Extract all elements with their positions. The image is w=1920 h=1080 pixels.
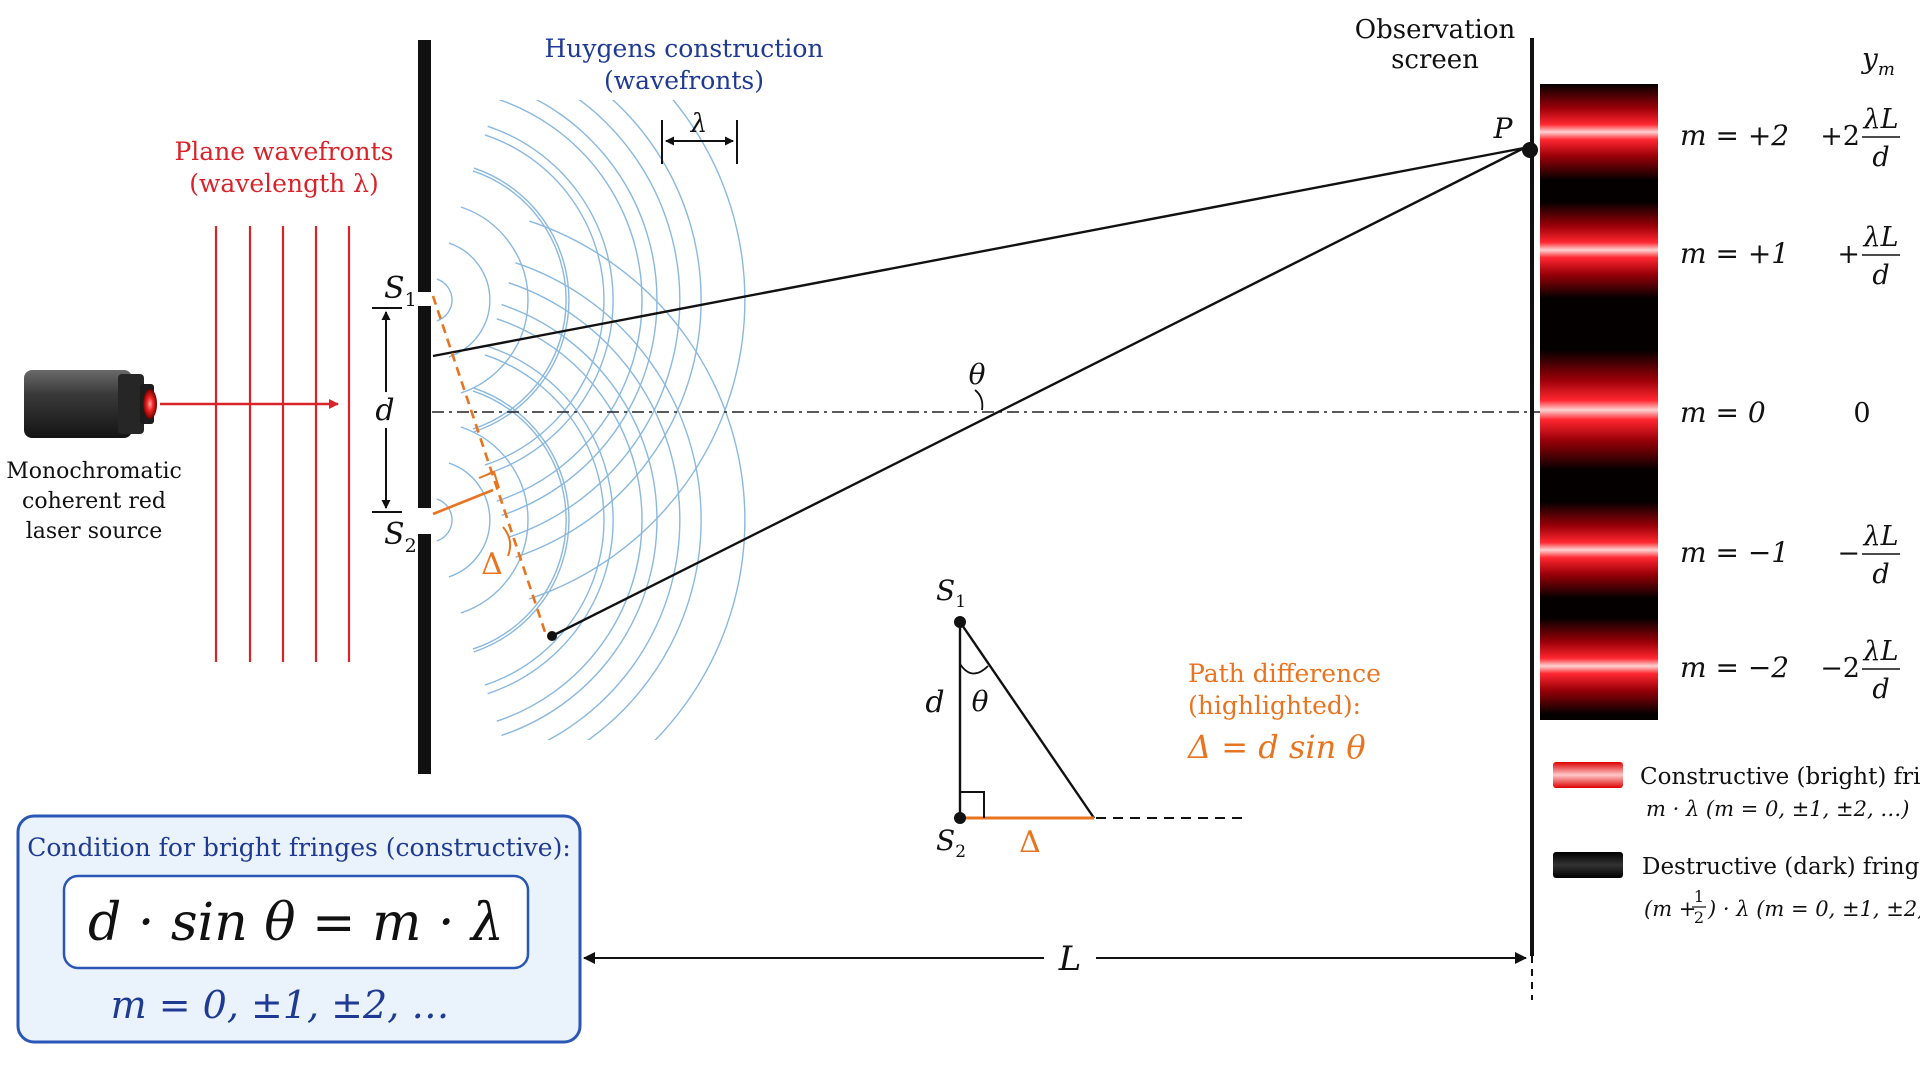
condition-formula: d · sin θ = m · λ: [88, 893, 504, 953]
svg-text:d: d: [1872, 674, 1889, 705]
huygens-wavelets: [436, 100, 746, 740]
order-labels: m = +2 m = +1 m = 0 m = −1 m = −2: [1680, 119, 1789, 684]
order-label: m = −1: [1680, 536, 1789, 569]
svg-text:+2: +2: [1820, 121, 1860, 152]
path-difference-subtitle: (highlighted):: [1188, 691, 1361, 720]
svg-text:d: d: [1872, 559, 1889, 590]
ym-values: +2 λL d + λL d 0 − λL d −2 λL d: [1820, 104, 1900, 705]
legend-constructive-formula: m · λ (m = 0, ±1, ±2, …): [1646, 797, 1910, 821]
legend-dark-swatch: [1553, 852, 1623, 878]
bright-fringe: [1540, 350, 1658, 470]
legend-constructive-title: Constructive (bright) fringes:: [1640, 764, 1920, 790]
triangle-s1-label: S1: [936, 574, 966, 612]
slit-barrier: [418, 40, 431, 774]
theta-arc: [974, 389, 984, 411]
order-label: m = +1: [1680, 237, 1789, 270]
point-p: [1522, 142, 1538, 158]
svg-text:d: d: [1872, 142, 1889, 173]
slit-s2-label: S2: [384, 517, 417, 557]
point-p-label: P: [1493, 112, 1514, 145]
path-difference-perpendicular: [432, 488, 494, 516]
path-difference-angle-arc: [502, 526, 512, 557]
svg-text:) · λ (m = 0, ±1, ±2, …): ) · λ (m = 0, ±1, ±2, …): [1707, 897, 1920, 921]
slit-separation-label: d: [375, 393, 394, 428]
laser-pointer-icon: [24, 370, 157, 438]
bright-fringe: [1540, 84, 1658, 180]
path-difference-delta: Δ: [481, 547, 503, 582]
order-label: m = +2: [1680, 119, 1789, 152]
svg-text:0: 0: [1853, 398, 1870, 429]
svg-text:(m +: (m +: [1644, 897, 1696, 921]
order-label: m = −2: [1680, 651, 1789, 684]
ray-from-s1: [432, 146, 1525, 358]
condition-title: Condition for bright fringes (constructi…: [27, 833, 571, 862]
laser-label-line-3: laser source: [26, 519, 163, 544]
distance-l-label: L: [1058, 939, 1082, 979]
svg-text:λL: λL: [1862, 222, 1898, 253]
legend-bright-swatch: [1553, 762, 1623, 788]
path-difference-right-angle: [478, 470, 500, 489]
svg-text:2: 2: [1694, 908, 1704, 927]
ray-from-s2: [551, 146, 1525, 638]
legend-destructive-formula: (m + 1 2 ) · λ (m = 0, ±1, ±2, …): [1644, 887, 1920, 927]
svg-text:λL: λL: [1862, 521, 1898, 552]
bright-fringe: [1540, 202, 1658, 298]
triangle-delta-label: Δ: [1019, 825, 1041, 860]
svg-text:−2: −2: [1820, 653, 1860, 684]
legend-destructive-title: Destructive (dark) fringes:: [1642, 854, 1920, 880]
order-label: m = 0: [1680, 396, 1766, 429]
triangle-d-label: d: [925, 685, 944, 720]
plane-wavefronts: [214, 226, 351, 662]
path-difference-title: Path difference: [1188, 659, 1381, 688]
laser-label-line-2: coherent red: [22, 489, 166, 514]
bright-fringe: [1540, 618, 1658, 714]
svg-text:λL: λL: [1862, 104, 1898, 135]
condition-orders: m = 0, ±1, ±2, …: [111, 983, 450, 1027]
wavelength-measure-label: λ: [690, 109, 707, 139]
bright-fringe: [1540, 502, 1658, 598]
plane-wavefronts-title: Plane wavefronts: [174, 137, 393, 166]
huygens-title: Huygens construction: [545, 34, 824, 63]
theta-label: θ: [969, 358, 986, 391]
triangle-s2-label: S2: [936, 824, 966, 862]
plane-wavefronts-subtitle: (wavelength λ): [189, 169, 379, 198]
slit-s1-label: S1: [384, 271, 417, 311]
observation-screen-line: [1530, 38, 1534, 956]
huygens-subtitle: (wavefronts): [604, 66, 764, 95]
svg-text:1: 1: [1694, 887, 1704, 906]
path-difference-formula: Δ = d sin θ: [1186, 728, 1366, 766]
svg-text:+: +: [1837, 239, 1860, 270]
fringe-pattern: [1540, 84, 1658, 720]
screen-title-line-2: screen: [1391, 45, 1479, 75]
svg-text:λL: λL: [1862, 636, 1898, 667]
svg-text:d: d: [1872, 260, 1889, 291]
screen-title-line-1: Observation: [1355, 15, 1516, 45]
ym-header: ym: [1860, 42, 1895, 80]
svg-text:−: −: [1837, 538, 1860, 569]
triangle-theta-label: θ: [972, 685, 989, 718]
condition-formula-box: [62, 874, 530, 970]
ray-start-point: [547, 631, 557, 641]
laser-label-line-1: Monochromatic: [6, 459, 182, 484]
